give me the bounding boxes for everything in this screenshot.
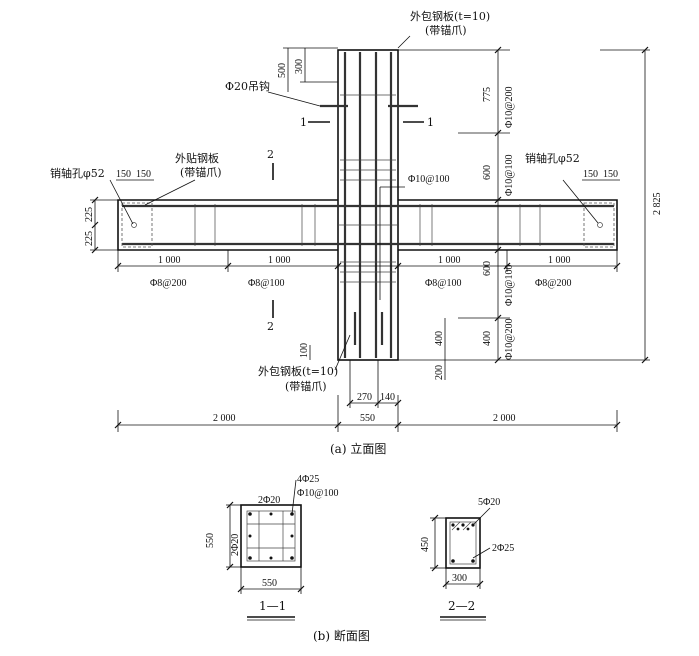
dim-550-mid: 550 bbox=[360, 413, 375, 424]
s1-top-rebar: 4Φ25 bbox=[297, 474, 319, 485]
s1-height: 550 bbox=[205, 533, 216, 548]
section-2-hook bbox=[462, 521, 472, 531]
tick bbox=[431, 514, 439, 522]
rebar-r10-100-a: Φ10@100 bbox=[408, 174, 450, 185]
dim-2000-right: 2 000 bbox=[493, 413, 516, 424]
pin-hole-right-label: 销轴孔φ52 bbox=[525, 151, 580, 165]
section-1-right: 1 bbox=[427, 116, 434, 129]
top-plate-label: 外包钢板(t=10) bbox=[410, 9, 490, 23]
section-2-outline bbox=[445, 517, 481, 569]
pin-hole-left bbox=[131, 222, 137, 228]
rebar-r10-200-top: Φ10@200 bbox=[504, 86, 515, 128]
end-plate-right bbox=[583, 202, 615, 248]
left-plate-label: 外贴钢板 bbox=[175, 151, 219, 165]
dim-225-a: 225 bbox=[84, 207, 95, 222]
pin-hole-left-label: 销轴孔φ52 bbox=[50, 166, 105, 180]
s1-inner-top: 2Φ20 bbox=[258, 495, 280, 506]
dim-2825: 2 825 bbox=[652, 193, 663, 216]
sections-caption: (b) 断面图 bbox=[313, 628, 370, 643]
section-1-leader bbox=[291, 479, 297, 515]
section-1-1: 4Φ25 Φ10@100 2Φ20 2Φ20 550 550 1—1 bbox=[205, 474, 339, 621]
dim-1000-c: 1 000 bbox=[438, 255, 461, 266]
rebar-r8-100-left: Φ8@100 bbox=[248, 278, 285, 289]
dim-150-b: 150 bbox=[136, 169, 151, 180]
section-2-bottom: 2 bbox=[267, 320, 274, 333]
dim-ticks bbox=[91, 46, 649, 429]
section-1-bars bbox=[248, 512, 294, 560]
section-2-bars bbox=[451, 523, 475, 563]
tick bbox=[226, 563, 234, 571]
s1-stirrup: Φ10@100 bbox=[297, 488, 339, 499]
rebar-r10-100-bottom: Φ10@100 bbox=[504, 264, 515, 306]
dim-300: 300 bbox=[294, 59, 305, 74]
dim-200: 200 bbox=[434, 365, 445, 380]
dim-500: 500 bbox=[277, 63, 288, 78]
pin-right-leader bbox=[562, 179, 599, 224]
bottom-plate-leader bbox=[334, 334, 351, 371]
dim-150-a: 150 bbox=[116, 169, 131, 180]
hook-label: Φ20吊钩 bbox=[225, 79, 270, 93]
section-2-top: 2 bbox=[267, 148, 274, 161]
dim-1000-a: 1 000 bbox=[158, 255, 181, 266]
dim-150-c: 150 bbox=[583, 169, 598, 180]
dim-270: 270 bbox=[357, 392, 372, 403]
dim-400-a: 400 bbox=[434, 331, 445, 346]
tick bbox=[476, 580, 484, 588]
rebar-r10-200-bottom: Φ10@200 bbox=[504, 318, 515, 360]
tick bbox=[226, 501, 234, 509]
dim-2000-left: 2 000 bbox=[213, 413, 236, 424]
pin-hole-right bbox=[597, 222, 603, 228]
s1-inner-side: 2Φ20 bbox=[230, 534, 241, 556]
rebar-r8-200-right: Φ8@200 bbox=[535, 278, 572, 289]
section-1-outline bbox=[240, 504, 302, 568]
rebar-r8-200-left: Φ8@200 bbox=[150, 278, 187, 289]
section-1-stirrup bbox=[246, 510, 296, 562]
section-2-stirrup bbox=[449, 521, 477, 565]
rebar-r10-100-top: Φ10@100 bbox=[504, 154, 515, 196]
s2-bottom-leader bbox=[472, 547, 491, 559]
s2-bottom-rebar: 2Φ25 bbox=[492, 543, 514, 554]
tick bbox=[237, 585, 245, 593]
dim-775: 775 bbox=[482, 87, 493, 102]
lifting-hook-leader bbox=[267, 91, 321, 107]
dim-1000-b: 1 000 bbox=[268, 255, 291, 266]
bottom-plate-label-2: (带锚爪) bbox=[285, 379, 327, 393]
dim-140: 140 bbox=[380, 392, 395, 403]
dim-100: 100 bbox=[299, 343, 310, 358]
top-plate-leader bbox=[397, 35, 411, 49]
tick bbox=[431, 564, 439, 572]
dim-400-b: 400 bbox=[482, 331, 493, 346]
dim-225-b: 225 bbox=[84, 231, 95, 246]
s2-top-leader bbox=[472, 507, 491, 526]
tick bbox=[442, 580, 450, 588]
s2-top-rebar: 5Φ20 bbox=[478, 497, 500, 508]
dim-1000-d: 1 000 bbox=[548, 255, 571, 266]
dim-600-a: 600 bbox=[482, 165, 493, 180]
bottom-plate-label: 外包钢板(t=10) bbox=[258, 364, 338, 378]
s2-width: 300 bbox=[452, 573, 467, 584]
left-plate-leader bbox=[144, 179, 196, 206]
rebar-r8-100-right: Φ8@100 bbox=[425, 278, 462, 289]
section-2-hook bbox=[451, 521, 461, 531]
elevation-view: 外包钢板(t=10) (带锚爪) Φ20吊钩 外贴钢板 (带锚爪) 销轴孔φ52… bbox=[50, 9, 663, 456]
s2-height: 450 bbox=[420, 537, 431, 552]
left-plate-label-2: (带锚爪) bbox=[180, 165, 222, 179]
elevation-caption: (a) 立面图 bbox=[330, 441, 386, 456]
dim-150-d: 150 bbox=[603, 169, 618, 180]
end-plate-left bbox=[121, 202, 153, 248]
tick bbox=[297, 585, 305, 593]
section-1-left: 1 bbox=[300, 116, 307, 129]
pin-left-leader bbox=[109, 179, 134, 225]
top-plate-label-2: (带锚爪) bbox=[425, 23, 467, 37]
s1-width: 550 bbox=[262, 578, 277, 589]
dim-600-b: 600 bbox=[482, 261, 493, 276]
beam-outline-left bbox=[117, 199, 338, 251]
section-2-2: 5Φ20 2Φ25 450 300 2—2 bbox=[420, 497, 514, 621]
s2-name: 2—2 bbox=[448, 599, 475, 613]
s1-name: 1—1 bbox=[259, 599, 286, 613]
